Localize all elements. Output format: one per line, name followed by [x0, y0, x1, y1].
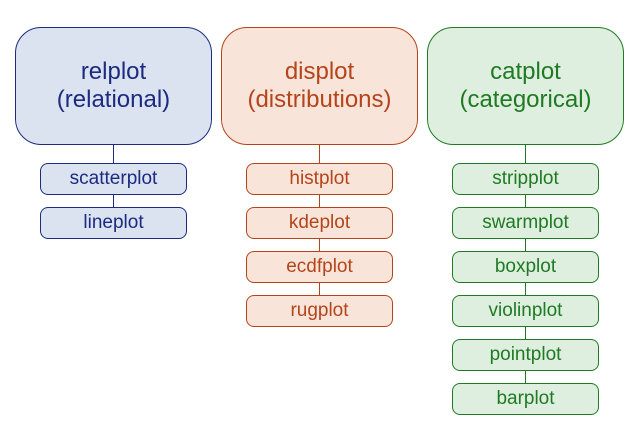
child-box-pointplot[interactable]: pointplot: [452, 339, 599, 371]
child-box-histplot[interactable]: histplot: [246, 163, 393, 195]
child-box-kdeplot[interactable]: kdeplot: [246, 207, 393, 239]
parent-name: catplot: [490, 58, 561, 85]
parent-box-displot[interactable]: displot(distributions): [221, 27, 418, 145]
child-box-ecdfplot[interactable]: ecdfplot: [246, 251, 393, 283]
child-box-scatterplot[interactable]: scatterplot: [40, 163, 187, 195]
parent-subtitle: (relational): [56, 86, 171, 113]
parent-box-relplot[interactable]: relplot(relational): [15, 27, 212, 145]
parent-subtitle: (categorical): [459, 86, 592, 113]
parent-name: displot: [284, 58, 355, 85]
child-box-rugplot[interactable]: rugplot: [246, 295, 393, 327]
child-box-lineplot[interactable]: lineplot: [40, 207, 187, 239]
parent-subtitle: (distributions): [247, 86, 392, 113]
child-box-barplot[interactable]: barplot: [452, 383, 599, 415]
child-box-stripplot[interactable]: stripplot: [452, 163, 599, 195]
child-box-violinplot[interactable]: violinplot: [452, 295, 599, 327]
parent-box-catplot[interactable]: catplot(categorical): [427, 27, 624, 145]
parent-name: relplot: [80, 58, 147, 85]
child-box-boxplot[interactable]: boxplot: [452, 251, 599, 283]
child-box-swarmplot[interactable]: swarmplot: [452, 207, 599, 239]
